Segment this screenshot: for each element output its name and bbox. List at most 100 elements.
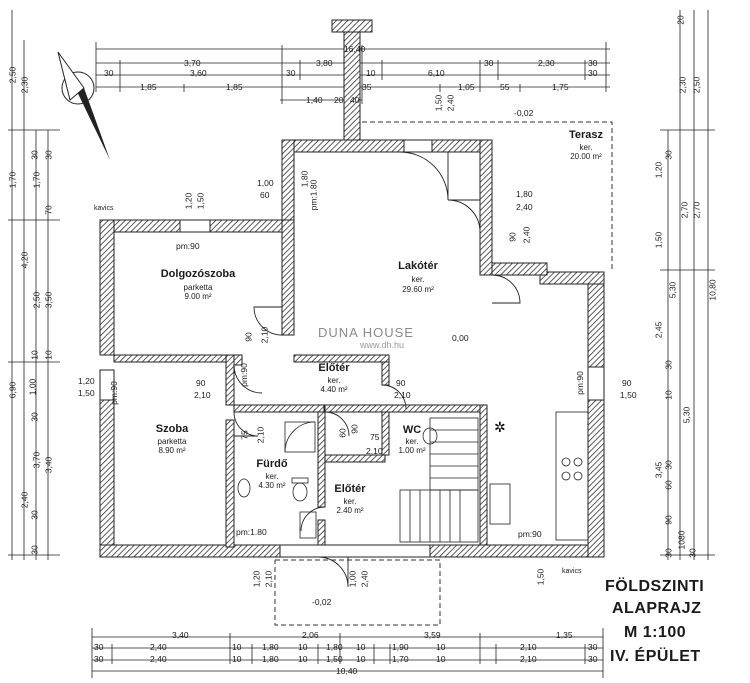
- dim-opening-o7: 2,40: [445, 94, 456, 112]
- dim-bottom-b1c: 3,59: [424, 630, 441, 640]
- dim-top-r4d: 1,05: [458, 82, 475, 92]
- dim-opening-o13: 2,10: [259, 326, 270, 344]
- level-entry: -0,02: [312, 597, 332, 607]
- room-area-eloter1: 4.40 m²: [320, 385, 348, 394]
- dim-opening-o19: 2,10: [394, 390, 411, 400]
- dim-top-r4a: 1,85: [140, 82, 157, 92]
- dimension-lines-right: [660, 10, 715, 560]
- dim-left-l20: 10: [43, 350, 54, 360]
- room-floor-lakoter: ker.: [411, 275, 425, 284]
- room-name-wc: WC: [402, 424, 422, 436]
- dim-bottom-segment: 1,80: [262, 654, 279, 664]
- dim-top-r2d: 2,30: [538, 58, 555, 68]
- title-line1: FÖLDSZINTI: [605, 578, 705, 595]
- room-name-terasz: Terasz: [568, 129, 604, 141]
- dim-opening-o9: 2,40: [516, 202, 533, 212]
- dim-bottom-b4: 10,40: [336, 666, 358, 676]
- north-arrow-icon: [57, 51, 110, 160]
- dim-right-r16: 60: [663, 480, 674, 490]
- room-area-dolgozo: 9.00 m²: [184, 292, 212, 301]
- room-area-lakoter: 29.60 m²: [402, 285, 434, 294]
- room-floor-szoba: parketta: [157, 437, 187, 446]
- dim-right-r5: 30: [663, 150, 674, 160]
- dimension-lines-top: [95, 42, 610, 104]
- dim-bottom-segment: 10: [436, 654, 446, 664]
- dim-top-r4f: 1,75: [552, 82, 569, 92]
- dim-bottom-segment: 1,50: [326, 654, 343, 664]
- dim-right-r12: 30: [663, 360, 674, 370]
- note-pm180-b: pm:1.80: [236, 527, 267, 537]
- dim-top-r3c: 10: [366, 68, 376, 78]
- dim-left-l6: 30: [43, 150, 54, 160]
- dim-left-l9: 2,50: [31, 291, 42, 309]
- dim-right-r7: 2,70: [691, 201, 702, 219]
- dim-opening-o10: 90: [507, 232, 518, 242]
- dim-opening-o21: 1,50: [620, 390, 637, 400]
- watermark-site: www.dh.hu: [360, 340, 405, 350]
- dim-top-r3a: 30: [104, 68, 114, 78]
- dim-bottom-segment: 2,10: [520, 654, 537, 664]
- dim-right-r6: 2,70: [679, 201, 690, 219]
- dim-left-l12: 1,00: [27, 378, 38, 396]
- doors: [233, 151, 521, 588]
- dim-opening-o26: 2,10: [366, 446, 383, 456]
- dim-bottom-segment: 30: [588, 654, 598, 664]
- dim-opening-o23: 2,10: [255, 426, 266, 444]
- dim-opening-o15: 1,50: [78, 388, 95, 398]
- room-area-eloter2: 2.40 m²: [336, 506, 364, 515]
- dimension-lines-left: [8, 10, 60, 560]
- dim-opening-o25: 75: [370, 432, 380, 442]
- dim-opening-o20: 90: [622, 378, 632, 388]
- dim-right-r2: 2,30: [677, 76, 688, 94]
- note-pm90-a: pm:90: [176, 241, 200, 251]
- dim-bottom-segment: 10: [232, 654, 242, 664]
- dim-opening-o6: 1,50: [433, 94, 444, 112]
- windows: [99, 139, 605, 558]
- dim-bottom-segment: 1,80: [326, 642, 343, 652]
- dim-opening-o14: 1,20: [78, 376, 95, 386]
- dim-right-r10: 10,80: [707, 279, 718, 301]
- room-name-szoba: Szoba: [155, 423, 189, 435]
- dim-bottom-segment: 30: [94, 654, 104, 664]
- dim-top-r4b: 1,85: [226, 82, 243, 92]
- dim-right-r11: 2,45: [653, 321, 664, 339]
- dim-bottom-segment: 1,80: [262, 642, 279, 652]
- dim-opening-o8: 1,80: [516, 189, 533, 199]
- note-pm90-c: pm:90: [518, 529, 542, 539]
- dim-opening-o18: 90: [396, 378, 406, 388]
- dim-left-l5: 30: [29, 150, 40, 160]
- dim-top-r3e: 30: [588, 68, 598, 78]
- dimension-lines-bottom: [91, 628, 604, 678]
- room-floor-terasz: ker.: [579, 143, 593, 152]
- dim-opening-o22: 75: [239, 430, 250, 440]
- dim-right-r15: 3,45: [653, 461, 664, 479]
- watermark-brand: DUNA HOUSE: [318, 325, 414, 340]
- dim-top-r4c: 35: [362, 82, 372, 92]
- dim-right-r17: 30: [663, 460, 674, 470]
- bathroom-fixtures: [237, 421, 511, 539]
- room-name-eloter2: Előtér: [334, 483, 366, 495]
- dim-opening-o34: pm:90: [238, 363, 249, 387]
- dim-left-l11: 10: [29, 350, 40, 360]
- terrace-outline: [274, 121, 613, 626]
- dim-opening-o3: 1,20: [183, 192, 194, 210]
- dim-opening-o29: 1,00: [347, 570, 358, 588]
- room-name-lakoter: Lakótér: [398, 260, 438, 272]
- dim-right-r21: 30: [687, 548, 698, 558]
- dim-bottom-segment: 10: [232, 642, 242, 652]
- dim-bottom-segment: 2,40: [150, 654, 167, 664]
- room-floor-eloter2: ker.: [343, 497, 357, 506]
- dim-top-r1a: 3,70: [184, 58, 201, 68]
- room-name-furdo: Fürdő: [256, 458, 288, 470]
- dim-right-r18: 90: [663, 515, 674, 525]
- dim-top-r3f: 30: [588, 58, 598, 68]
- dim-left-l1: 2,50: [7, 66, 18, 84]
- dim-bottom-segment: 10: [436, 642, 446, 652]
- dim-left-l16: 2,40: [19, 491, 30, 509]
- dim-bottom-segment: 30: [588, 642, 598, 652]
- dim-bottom-b1d: 1,35: [556, 630, 573, 640]
- dim-right-r4: 1,20: [653, 161, 664, 179]
- dim-bottom-segment: 2,40: [150, 642, 167, 652]
- dim-opening-o30: 2,40: [359, 570, 370, 588]
